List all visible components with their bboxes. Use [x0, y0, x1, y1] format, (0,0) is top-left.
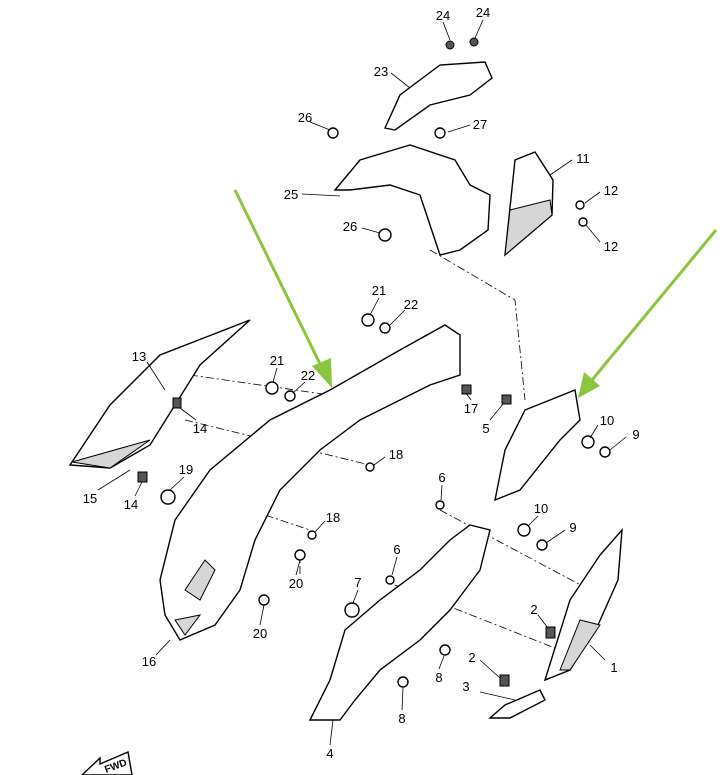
part-5-cover[interactable]: [494, 389, 581, 502]
callout-18[interactable]: 18: [326, 510, 340, 525]
fasteners: [137, 37, 611, 701]
part-25-panel[interactable]: [333, 144, 491, 256]
part-16-side-cover[interactable]: [159, 324, 461, 641]
callout-25[interactable]: 25: [284, 187, 298, 202]
callout-22[interactable]: 22: [404, 297, 418, 312]
callout-8[interactable]: 8: [398, 711, 405, 726]
callout-6[interactable]: 6: [393, 542, 400, 557]
callout-27[interactable]: 27: [473, 117, 487, 132]
callout-12[interactable]: 12: [604, 183, 618, 198]
highlight-arrow-right-head: [578, 372, 600, 398]
highlight-arrow-right: [590, 229, 718, 381]
callout-12[interactable]: 12: [604, 239, 618, 254]
callout-5[interactable]: 5: [482, 421, 489, 436]
leader-lines: [97, 19, 627, 746]
highlight-arrow-left: [233, 189, 324, 369]
callout-2[interactable]: 2: [468, 650, 475, 665]
callout-21[interactable]: 21: [372, 283, 386, 298]
callout-9[interactable]: 9: [632, 427, 639, 442]
callout-6[interactable]: 6: [438, 470, 445, 485]
callout-16[interactable]: 16: [142, 654, 156, 669]
callout-9[interactable]: 9: [569, 520, 576, 535]
callout-18[interactable]: 18: [389, 447, 403, 462]
fwd-direction-icon: FWD: [80, 751, 133, 775]
callout-1[interactable]: 1: [610, 660, 617, 675]
callout-17[interactable]: 17: [464, 401, 478, 416]
callout-22[interactable]: 22: [301, 368, 315, 383]
callout-26[interactable]: 26: [298, 110, 312, 125]
callout-13[interactable]: 13: [132, 349, 146, 364]
highlight-arrows: [233, 189, 718, 398]
callout-23[interactable]: 23: [374, 64, 388, 79]
callout-14[interactable]: 14: [193, 421, 207, 436]
callout-3[interactable]: 3: [462, 679, 469, 694]
callout-24[interactable]: 24: [476, 5, 490, 20]
highlight-arrow-left-head: [312, 358, 332, 388]
callout-10[interactable]: 10: [534, 501, 548, 516]
callout-19[interactable]: 19: [179, 462, 193, 477]
callout-4[interactable]: 4: [326, 746, 333, 761]
callout-24[interactable]: 24: [436, 8, 450, 23]
callout-20[interactable]: 20: [253, 626, 267, 641]
part-23-cover[interactable]: [383, 61, 493, 131]
callout-11[interactable]: 11: [576, 151, 590, 166]
callout-21[interactable]: 21: [270, 353, 284, 368]
callout-14[interactable]: 14: [124, 497, 138, 512]
callout-26[interactable]: 26: [343, 219, 357, 234]
callout-15[interactable]: 15: [83, 491, 97, 506]
part-1-cover[interactable]: [543, 527, 623, 682]
part-4-lower-cover[interactable]: [308, 524, 491, 721]
callout-8[interactable]: 8: [435, 670, 442, 685]
part-13-cover[interactable]: [68, 319, 251, 469]
callout-2[interactable]: 2: [530, 602, 537, 617]
callout-7[interactable]: 7: [354, 575, 361, 590]
callout-labels: 24 24 23 26 27 11 12 12 25 26 21 22 13 2…: [83, 5, 640, 761]
callout-20[interactable]: 20: [289, 576, 303, 591]
callout-10[interactable]: 10: [600, 413, 614, 428]
